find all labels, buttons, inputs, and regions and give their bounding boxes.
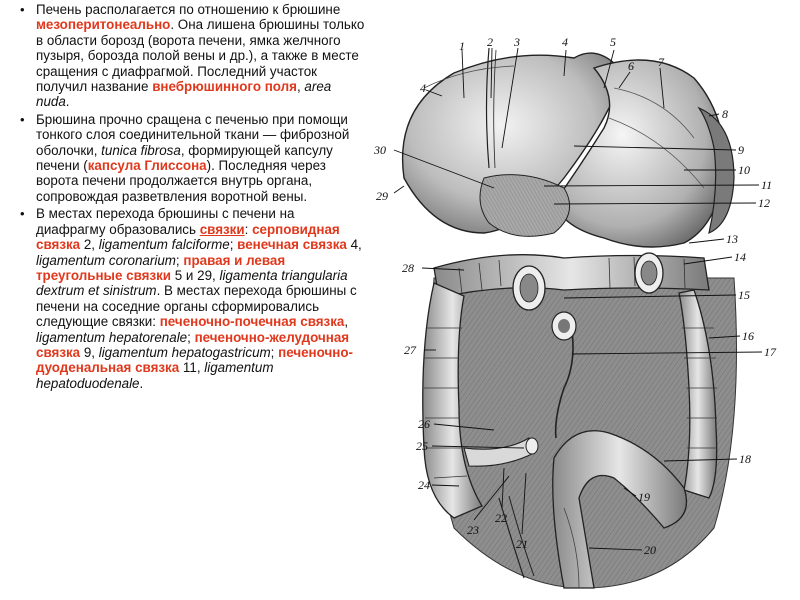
body-text: :: [244, 221, 253, 237]
figure-label-1: 1: [459, 39, 465, 53]
highlighted-term: печеночно-дуоденальная связка: [36, 344, 353, 376]
text-column: • Печень располагается по отношению к брю…: [10, 2, 366, 393]
bullet-marker: •: [20, 2, 25, 17]
figure-label-18: 18: [739, 452, 751, 466]
bullet-paragraph: • Брюшина прочно сращена с печенью при по…: [10, 112, 366, 204]
latin-term: area nuda: [36, 79, 332, 110]
figure-label-11: 11: [761, 178, 772, 192]
body-text: 5 и 29,: [171, 267, 220, 283]
ascending-colon: [422, 282, 483, 519]
body-text: 9,: [80, 344, 99, 360]
body-text: ,: [296, 79, 305, 95]
figure-label-15: 15: [738, 288, 750, 302]
leader-lines: [393, 47, 763, 551]
body-text: .: [139, 375, 144, 391]
body-text: Брюшина прочно сращена с печенью при пом…: [36, 111, 350, 158]
anatomical-illustration: 1 2 3 4 4 5 6 7 8 9 10 11 12 13 14 15 16…: [373, 35, 777, 589]
figure-label-21: 21: [516, 537, 528, 551]
sigmoid-colon: [552, 430, 688, 589]
figure-label-7: 7: [658, 55, 665, 69]
figure-label-2: 2: [487, 35, 493, 49]
falciform-ligament-line: [485, 47, 490, 169]
bullet-paragraph: • Печень располагается по отношению к брю…: [10, 2, 366, 110]
body-text: ). Последняя через ворота печени продолж…: [36, 158, 326, 204]
bullet-marker: •: [20, 111, 25, 127]
body-text: 2,: [80, 237, 99, 253]
figure-label-4b: 4: [562, 35, 568, 49]
spleen: [697, 106, 735, 235]
highlighted-term: внебрюшинного поля: [152, 79, 297, 95]
figure-label-20: 20: [644, 543, 656, 557]
figure-label-23: 23: [467, 523, 479, 537]
body-text: ,: [344, 314, 349, 330]
figure-label-16: 16: [742, 329, 754, 343]
figure-label-9: 9: [738, 143, 744, 157]
body-text: Печень располагается по отношению к брюш…: [36, 2, 341, 17]
rectum: [563, 507, 580, 589]
body-text: , формирующей капсулу печени (: [36, 142, 333, 174]
body-text: ;: [187, 329, 195, 345]
body-text: ;: [175, 252, 184, 268]
figure-label-30: 30: [373, 143, 386, 157]
highlighted-term: венечная связка: [237, 237, 347, 253]
figure-label-12: 12: [758, 196, 770, 210]
highlighted-term: капсула Глиссона: [87, 158, 207, 174]
latin-term: ligamentum coronarium: [36, 252, 176, 268]
latin-term: ligamentum falciforme: [98, 237, 230, 253]
figure-label-14: 14: [734, 250, 746, 264]
figure-label-5: 5: [610, 35, 616, 49]
figure-label-6: 6: [628, 59, 634, 73]
figure-label-13: 13: [726, 232, 738, 246]
highlighted-term: серповидная связка: [36, 221, 340, 253]
body-text: . Она лишена брюшины только в области бо…: [36, 17, 365, 95]
bullet-marker: •: [20, 206, 25, 222]
figure-label-17: 17: [764, 345, 777, 359]
body-text: В местах перехода брюшины с печени на ди…: [36, 206, 295, 237]
body-text: 4,: [346, 237, 362, 253]
figure-label-3: 3: [513, 35, 520, 49]
figure-label-26: 26: [418, 417, 430, 431]
highlighted-term: печеночно-почечная связка: [159, 314, 345, 330]
figure-label-29: 29: [376, 189, 388, 203]
latin-term: ligamentum hepatogastricum: [98, 344, 271, 360]
stomach: [553, 59, 726, 248]
highlighted-term: мезоперитонеально: [36, 17, 171, 33]
body-text: ;: [229, 237, 238, 253]
latin-term: ligamentum hepatoduodenale: [36, 360, 274, 391]
body-text: .: [65, 94, 70, 110]
latin-term: ligamentum hepatorenale: [36, 329, 188, 345]
figure-label-19: 19: [638, 490, 650, 504]
figure-label-24: 24: [418, 478, 430, 492]
figure-label-22: 22: [495, 511, 507, 525]
bullet-paragraph: • В местах перехода брюшины с печени на д…: [10, 206, 366, 391]
body-text: ;: [270, 344, 279, 360]
latin-term: ligamenta triangularia dextrum et sinist…: [36, 267, 348, 299]
figure-label-4a: 4: [420, 81, 426, 95]
figure-label-25: 25: [416, 439, 428, 453]
highlighted-term: печеночно-желудочная связка: [36, 329, 350, 360]
body-text: . В местах перехода брюшины с печени на …: [36, 283, 357, 330]
mesentery-root: [554, 312, 574, 439]
highlighted-term: связки: [199, 221, 245, 237]
highlighted-term: правая и левая треугольные связки: [36, 252, 286, 283]
figure-label-8: 8: [722, 107, 728, 121]
latin-term: tunica fibrosa: [101, 142, 181, 158]
body-text: 11,: [179, 360, 205, 376]
figure-label-28: 28: [402, 261, 414, 275]
figure-label-10: 10: [738, 163, 750, 177]
figure-label-27: 27: [404, 343, 417, 357]
figure-labels: 1 2 3 4 4 5 6 7 8 9 10 11 12 13 14 15 16…: [373, 35, 777, 557]
